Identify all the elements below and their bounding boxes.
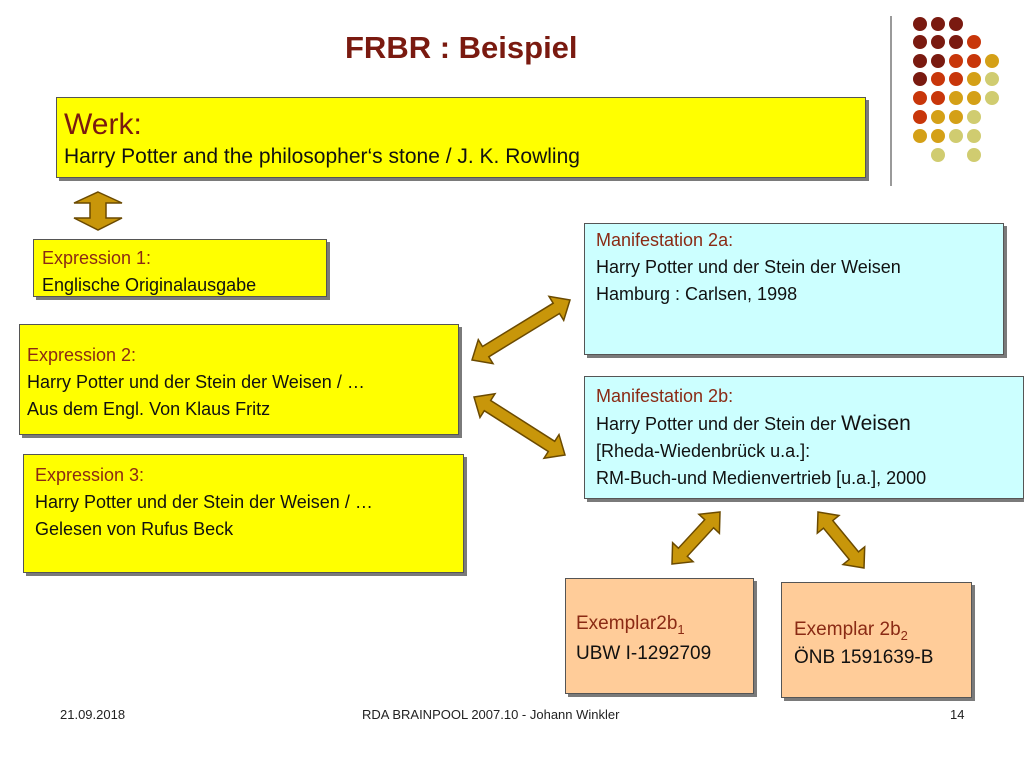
- manifestation-2b-box: Manifestation 2b: Harry Potter und der S…: [584, 376, 1024, 499]
- manifestation-2b-line: [Rheda-Wiedenbrück u.a.]:: [596, 441, 811, 461]
- expression-2-box: Expression 2: Harry Potter und der Stein…: [19, 324, 459, 435]
- arrow-expression2-manifestation2b: [473, 392, 566, 460]
- decorative-dot: [931, 72, 945, 86]
- manifestation-2a-line: Harry Potter und der Stein der Weisen: [596, 257, 901, 277]
- decorative-dot: [931, 17, 945, 31]
- manifestation-2a-heading: Manifestation 2a:: [596, 230, 734, 250]
- decorative-dot: [949, 91, 963, 105]
- decorative-dot: [949, 35, 963, 49]
- decorative-dot: [949, 129, 963, 143]
- decorative-dot: [931, 91, 945, 105]
- manifestation-2b-heading: Manifestation 2b:: [596, 386, 734, 406]
- manifestation-2b-title-big: Weisen: [841, 412, 911, 435]
- decorative-dot: [949, 110, 963, 124]
- expression-2-line: Harry Potter und der Stein der Weisen / …: [27, 372, 365, 392]
- decorative-dot: [931, 110, 945, 124]
- decorative-dot: [967, 35, 981, 49]
- werk-text: Harry Potter and the philosopher‘s stone…: [64, 145, 580, 168]
- expression-1-heading: Expression 1:: [42, 248, 152, 268]
- footer-page-number: 14: [950, 707, 965, 722]
- decorative-dot: [913, 35, 927, 49]
- decorative-dot: [931, 129, 945, 143]
- decorative-dot: [967, 148, 981, 162]
- decorative-dot: [931, 148, 945, 162]
- expression-2-heading: Expression 2:: [27, 345, 137, 365]
- exemplar-2b2-heading: Exemplar 2b2: [794, 616, 971, 644]
- manifestation-2b-title-line: Harry Potter und der Stein der Weisen: [596, 410, 1023, 438]
- decorative-dot: [985, 54, 999, 68]
- decorative-dot: [913, 72, 927, 86]
- exemplar-2b2-value: ÖNB 1591639-B: [794, 647, 934, 668]
- decorative-dot: [967, 72, 981, 86]
- decorative-dot: [967, 129, 981, 143]
- exemplar-2b1-value: UBW I-1292709: [576, 643, 712, 664]
- expression-2-line: Aus dem Engl. Von Klaus Fritz: [27, 399, 271, 419]
- manifestation-2b-line: RM-Buch-und Medienvertrieb [u.a.], 2000: [596, 468, 927, 488]
- werk-heading: Werk:: [64, 108, 142, 141]
- decorative-dot: [931, 54, 945, 68]
- decorative-dot: [913, 129, 927, 143]
- decorative-dot: [967, 54, 981, 68]
- decorative-dot: [949, 54, 963, 68]
- manifestation-2a-box: Manifestation 2a: Harry Potter und der S…: [584, 223, 1004, 355]
- expression-3-line: Gelesen von Rufus Beck: [35, 519, 234, 539]
- decorative-dot: [913, 91, 927, 105]
- slide-title: FRBR : Beispiel: [345, 30, 578, 65]
- decorative-dot: [985, 91, 999, 105]
- expression-1-line: Englische Originalausgabe: [42, 275, 257, 295]
- exemplar-2b1-heading: Exemplar2b1: [576, 609, 753, 639]
- decorative-dot: [985, 72, 999, 86]
- manifestation-2b-title-pre: Harry Potter und der Stein der: [596, 414, 842, 434]
- exemplar-2b2-subscript: 2: [900, 627, 908, 643]
- decorative-dot: [931, 35, 945, 49]
- exemplar-2b2-label: Exemplar 2b: [794, 619, 901, 640]
- exemplar-2b1-box: Exemplar2b1 UBW I-1292709: [565, 578, 754, 694]
- manifestation-2a-line: Hamburg : Carlsen, 1998: [596, 284, 798, 304]
- expression-3-heading: Expression 3:: [35, 465, 145, 485]
- decorative-dot: [913, 54, 927, 68]
- arrow-manifestation2b-exemplar1: [671, 511, 721, 565]
- expression-1-box: Expression 1: Englische Originalausgabe: [33, 239, 327, 297]
- exemplar-2b1-subscript: 1: [677, 621, 685, 637]
- expression-3-line: Harry Potter und der Stein der Weisen / …: [35, 492, 373, 512]
- decorative-dot: [967, 110, 981, 124]
- decorative-dot: [913, 17, 927, 31]
- footer-center-text: RDA BRAINPOOL 2007.10 - Johann Winkler: [362, 707, 620, 722]
- arrow-expression2-manifestation2a: [471, 295, 571, 365]
- expression-3-box: Expression 3: Harry Potter und der Stein…: [23, 454, 464, 573]
- decorative-dot: [913, 110, 927, 124]
- decorative-dot: [967, 91, 981, 105]
- decorative-dot-grid: [913, 17, 999, 162]
- decorative-dot: [949, 72, 963, 86]
- arrow-manifestation2b-exemplar2: [816, 511, 866, 569]
- divider-line: [890, 16, 892, 186]
- exemplar-2b1-label: Exemplar2b: [576, 613, 678, 634]
- exemplar-2b2-box: Exemplar 2b2 ÖNB 1591639-B: [781, 582, 972, 698]
- arrow-werk-expression1: [73, 191, 123, 231]
- werk-box: Werk: Harry Potter and the philosopher‘s…: [56, 97, 866, 178]
- decorative-dot: [949, 17, 963, 31]
- footer-date: 21.09.2018: [60, 707, 126, 722]
